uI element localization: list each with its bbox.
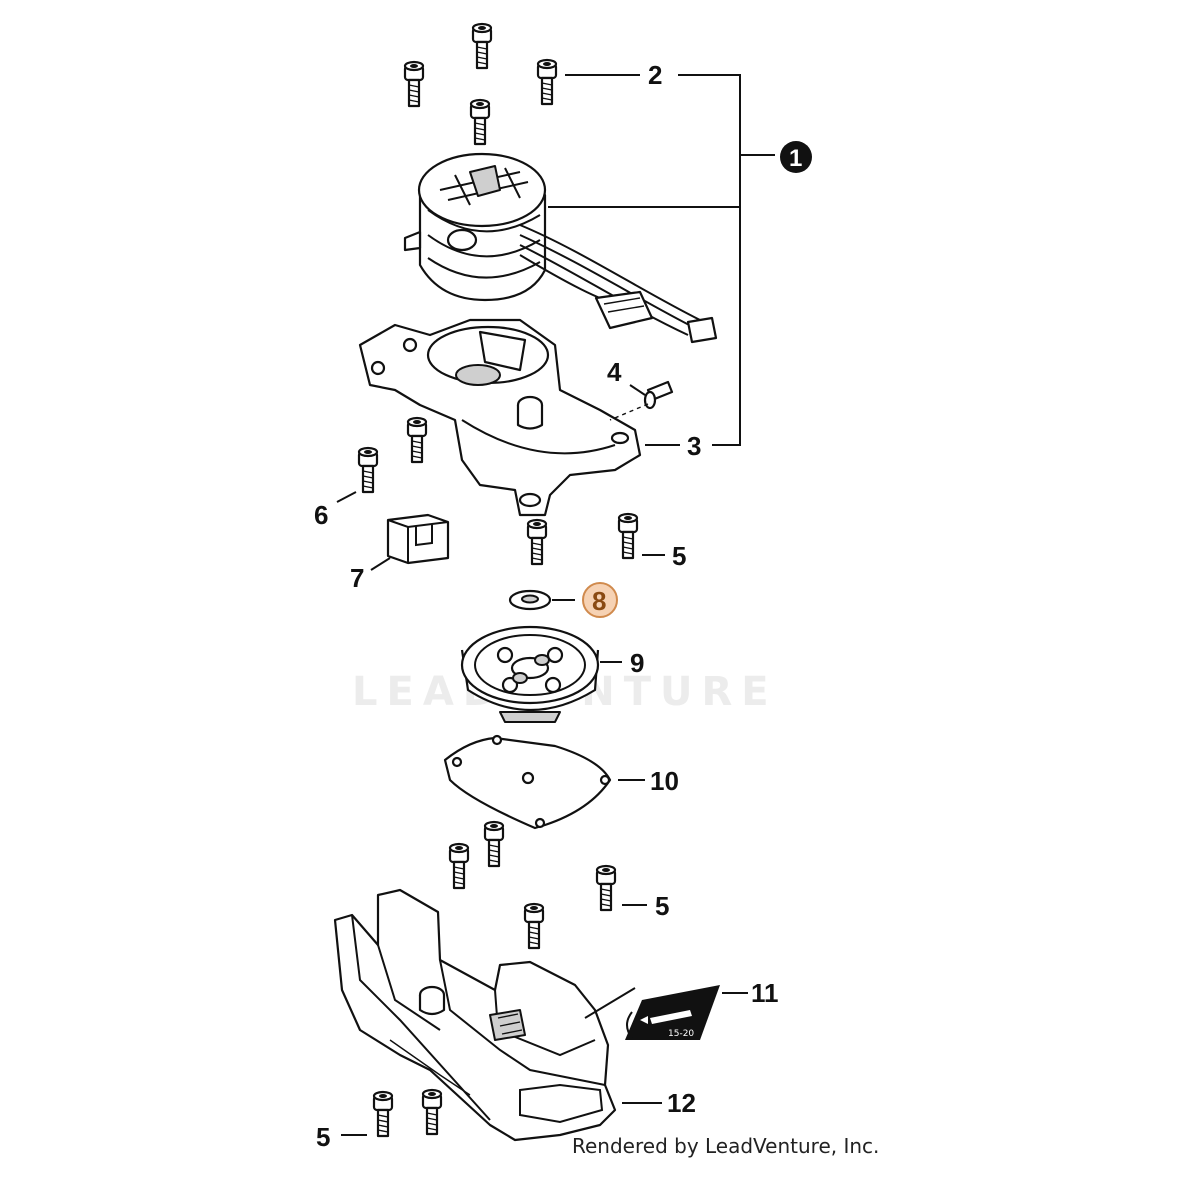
fitting-part-4[interactable] <box>609 380 674 421</box>
decal-part-11[interactable]: 15-20 <box>584 985 720 1040</box>
bottom-cover-part-12[interactable] <box>333 888 617 1142</box>
screw-5-middle-right[interactable] <box>617 512 639 560</box>
callout-6[interactable]: 6 <box>314 500 328 530</box>
svg-text:8: 8 <box>592 586 606 616</box>
callout-12[interactable]: 12 <box>667 1088 696 1118</box>
screw-2-left[interactable] <box>403 60 425 108</box>
motor-assembly[interactable] <box>403 152 718 344</box>
callout-5-middle[interactable]: 5 <box>672 541 686 571</box>
screw-5-middle-left[interactable] <box>526 518 548 566</box>
screw-2-top[interactable] <box>471 22 493 70</box>
callout-3[interactable]: 3 <box>687 431 701 461</box>
impeller-part-9[interactable] <box>460 625 600 723</box>
gasket-part-10[interactable] <box>443 734 612 830</box>
callout-9[interactable]: 9 <box>630 648 644 678</box>
callout-4[interactable]: 4 <box>607 357 622 387</box>
callout-11[interactable]: 11 <box>751 978 779 1008</box>
screw-lower-b[interactable] <box>448 842 470 890</box>
screw-5-lower-right[interactable] <box>595 864 617 912</box>
callout-2[interactable]: 2 <box>648 60 662 90</box>
damper-block-part-7[interactable] <box>386 513 450 565</box>
decal-text: 15-20 <box>668 1029 694 1039</box>
screw-6-upper[interactable] <box>406 416 428 464</box>
washer-part-8[interactable] <box>508 589 552 611</box>
callout-5-bottom-left[interactable]: 5 <box>316 1122 330 1152</box>
credit-text: Rendered by LeadVenture, Inc. <box>572 1134 879 1158</box>
screw-6-lower[interactable] <box>357 446 379 494</box>
leader-lines <box>336 74 775 1136</box>
callout-7[interactable]: 7 <box>350 563 364 593</box>
motor-housing[interactable] <box>358 318 642 517</box>
callout-1[interactable]: 1 <box>780 141 812 173</box>
screw-lower-a[interactable] <box>483 820 505 868</box>
svg-text:1: 1 <box>789 145 802 172</box>
callout-8-highlighted[interactable]: 8 <box>582 582 618 618</box>
callout-10[interactable]: 10 <box>650 766 679 796</box>
callout-5-lower-right[interactable]: 5 <box>655 891 669 921</box>
screw-lower-c[interactable] <box>523 902 545 950</box>
screw-2-right[interactable] <box>536 58 558 106</box>
screw-5-bottom-left[interactable] <box>372 1090 394 1138</box>
screw-5-bottom-right[interactable] <box>421 1088 443 1136</box>
screw-2-center[interactable] <box>469 98 491 146</box>
